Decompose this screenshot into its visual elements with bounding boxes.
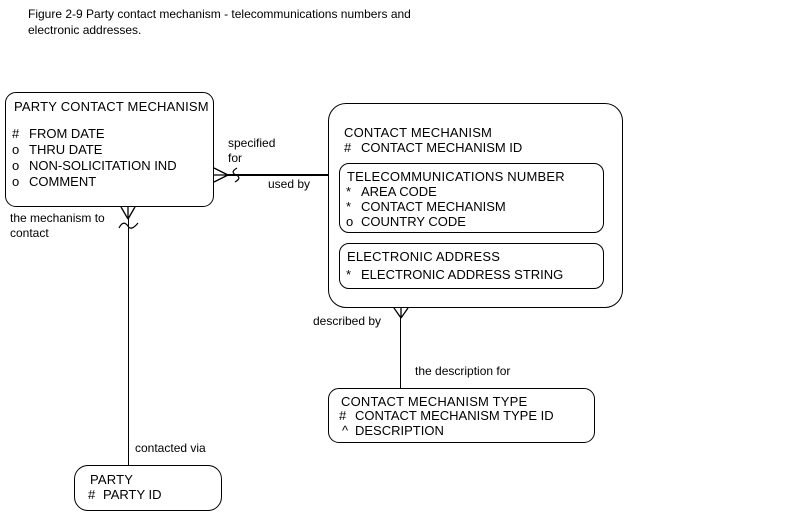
- relationship-label-specified-for: specified for: [228, 136, 275, 166]
- entity-title: PARTY CONTACT MECHANISM: [14, 99, 209, 114]
- attribute-marker: o: [12, 142, 20, 157]
- relationship-line-pcm-party: [128, 219, 129, 465]
- crows-foot-icon: [393, 307, 409, 319]
- attribute-name: CONTACT MECHANISM ID: [361, 140, 523, 155]
- figure-caption-line-1: Figure 2-9 Party contact mechanism - tel…: [28, 7, 411, 21]
- attribute-name: CONTACT MECHANISM: [361, 199, 506, 214]
- attribute-name: CONTACT MECHANISM TYPE ID: [355, 408, 554, 423]
- attribute-marker: #: [339, 408, 347, 423]
- relationship-label-line: specified: [228, 136, 276, 150]
- attribute-marker: ^: [342, 423, 349, 438]
- relationship-label-line: contact: [10, 226, 49, 240]
- attribute-row: o THRU DATE: [12, 142, 209, 158]
- attribute-name: ELECTRONIC ADDRESS STRING: [361, 267, 564, 282]
- entity-party-contact-mechanism: PARTY CONTACT MECHANISM # FROM DATE o TH…: [5, 92, 214, 207]
- uid-tick-curl-icon: [118, 222, 139, 229]
- attribute-marker: o: [12, 174, 20, 189]
- attribute-row: * ELECTRONIC ADDRESS STRING: [346, 267, 563, 282]
- attribute-row: # FROM DATE: [12, 126, 209, 142]
- attribute-row: o COUNTRY CODE: [346, 214, 506, 229]
- crows-foot-icon: [213, 167, 229, 183]
- attribute-marker: *: [346, 199, 352, 214]
- attribute-list: * AREA CODE * CONTACT MECHANISM o COUNTR…: [346, 184, 506, 229]
- relationship-label-described-by: described by: [313, 314, 382, 328]
- attribute-name: AREA CODE: [361, 184, 437, 199]
- attribute-marker: #: [88, 487, 96, 502]
- relationship-label-line: the mechanism to: [10, 211, 105, 225]
- relationship-label-description-for: the description for: [415, 364, 511, 378]
- entity-telecommunications-number: TELECOMMUNICATIONS NUMBER * AREA CODE * …: [339, 163, 604, 233]
- attribute-list: # FROM DATE o THRU DATE o NON-SOLICITATI…: [12, 126, 209, 190]
- attribute-name: DESCRIPTION: [355, 423, 444, 438]
- relationship-line-pcm-cm: [226, 174, 328, 176]
- attribute-row: # PARTY ID: [88, 487, 162, 502]
- attribute-marker: *: [346, 267, 352, 282]
- relationship-label-line: for: [228, 151, 243, 165]
- attribute-marker: *: [346, 184, 352, 199]
- entity-title: CONTACT MECHANISM TYPE: [341, 394, 528, 409]
- relationship-label-contacted-via: contacted via: [135, 441, 206, 455]
- attribute-name: COMMENT: [29, 174, 97, 189]
- attribute-name: COUNTRY CODE: [361, 214, 466, 229]
- entity-contact-mechanism: CONTACT MECHANISM # CONTACT MECHANISM ID…: [328, 103, 623, 308]
- relationship-line-cm-cmt: [400, 317, 401, 388]
- attribute-list: # CONTACT MECHANISM ID: [344, 140, 522, 156]
- attribute-list: # PARTY ID: [88, 487, 162, 502]
- attribute-row: o COMMENT: [12, 174, 209, 190]
- figure-caption-line-2: electronic addresses.: [28, 23, 142, 37]
- attribute-row: o NON-SOLICITATION IND: [12, 158, 209, 174]
- attribute-marker: #: [344, 140, 352, 155]
- attribute-list: # CONTACT MECHANISM TYPE ID ^ DESCRIPTIO…: [339, 408, 554, 438]
- attribute-row: # CONTACT MECHANISM TYPE ID: [339, 408, 554, 423]
- attribute-name: FROM DATE: [29, 126, 105, 141]
- attribute-name: THRU DATE: [29, 142, 103, 157]
- entity-electronic-address: ELECTRONIC ADDRESS * ELECTRONIC ADDRESS …: [339, 243, 604, 289]
- figure-caption: Figure 2-9 Party contact mechanism - tel…: [28, 6, 411, 38]
- entity-contact-mechanism-type: CONTACT MECHANISM TYPE # CONTACT MECHANI…: [328, 388, 595, 443]
- attribute-marker: o: [346, 214, 354, 229]
- uid-tick-curl-icon: [232, 167, 240, 183]
- attribute-marker: #: [12, 126, 20, 141]
- attribute-row: # CONTACT MECHANISM ID: [344, 140, 522, 156]
- crows-foot-icon: [120, 206, 136, 220]
- attribute-list: * ELECTRONIC ADDRESS STRING: [346, 267, 563, 282]
- attribute-row: * CONTACT MECHANISM: [346, 199, 506, 214]
- entity-title: ELECTRONIC ADDRESS: [347, 249, 501, 264]
- relationship-label-used-by: used by: [268, 177, 311, 191]
- attribute-name: NON-SOLICITATION IND: [29, 158, 177, 173]
- entity-title: CONTACT MECHANISM: [344, 125, 493, 140]
- entity-party: PARTY # PARTY ID: [74, 465, 222, 511]
- attribute-name: PARTY ID: [103, 487, 162, 502]
- entity-title: TELECOMMUNICATIONS NUMBER: [347, 169, 565, 184]
- attribute-row: * AREA CODE: [346, 184, 506, 199]
- relationship-label-mechanism-to-contact: the mechanism to contact: [10, 211, 105, 241]
- attribute-marker: o: [12, 158, 20, 173]
- entity-title: PARTY: [90, 472, 134, 487]
- attribute-row: ^ DESCRIPTION: [339, 423, 554, 438]
